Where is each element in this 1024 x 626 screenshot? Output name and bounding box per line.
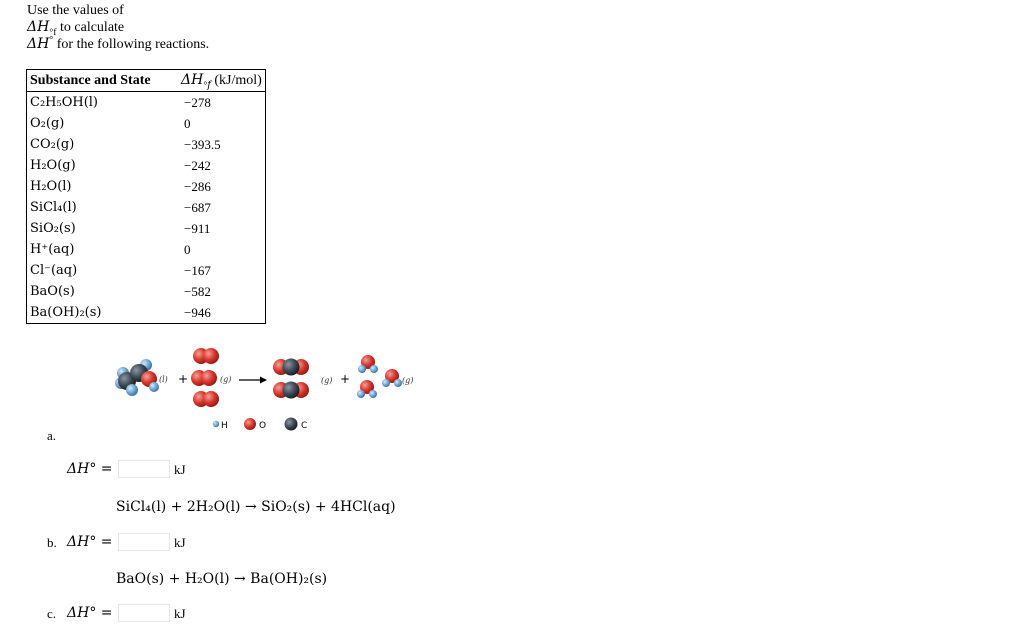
part-c-dh-label: ΔH° = — [67, 605, 113, 621]
instructions-line3: ΔH° for the following reactions. — [27, 34, 210, 52]
table-row: Ba(OH)₂(s)−946 — [30, 304, 211, 321]
state-g: (g) — [402, 376, 413, 385]
instructions-line2: ΔH°f to calculate — [27, 19, 125, 38]
reaction-b: SiCl₄(l) + 2H₂O(l) → SiO₂(s) + 4HCl(aq) — [116, 499, 396, 515]
reaction-arrow — [239, 376, 267, 384]
part-a-dh-label: ΔH° = — [67, 461, 113, 477]
state-g: (g) — [220, 375, 231, 384]
reaction-diagram: (l) + (g) (g) + (g) H O C — [115, 348, 413, 431]
table-row: H₂O(g)−242 — [30, 157, 211, 174]
part-c-answer-input[interactable] — [118, 604, 170, 622]
part-b-unit: kJ — [174, 535, 186, 550]
part-c-label: c. — [47, 606, 57, 621]
state-l: (l) — [159, 375, 168, 384]
table-row: SiCl₄(l)−687 — [30, 199, 211, 216]
ethanol-molecule — [115, 359, 159, 396]
instructions: Use the values of ΔH°f to calculate ΔH° … — [27, 2, 209, 53]
legend-h: H — [221, 421, 228, 431]
table-row: CO₂(g)−393.5 — [30, 136, 221, 153]
oxygen-molecules — [191, 348, 219, 407]
table-row: O₂(g)0 — [30, 115, 191, 132]
header-substance: Substance and State — [26, 69, 171, 92]
part-a-answer-input[interactable] — [118, 460, 170, 478]
header-enthalpy: ΔH°f (kJ/mol) — [171, 69, 266, 92]
table-header-row: Substance and State ΔH°f (kJ/mol) — [26, 69, 266, 92]
table-row: Cl⁻(aq)−167 — [30, 262, 211, 279]
part-b-label: b. — [47, 535, 57, 550]
part-b-dh-label: ΔH° = — [67, 534, 113, 550]
table-row: H₂O(l)−286 — [30, 178, 211, 195]
part-c-unit: kJ — [174, 606, 186, 621]
carbon-dioxide-molecules — [273, 358, 309, 399]
part-a-unit: kJ — [174, 462, 186, 477]
part-b-answer-input[interactable] — [118, 533, 170, 551]
instructions-line1: Use the values of — [27, 3, 124, 18]
table-row: C₂H₅OH(l)−278 — [30, 94, 211, 111]
legend-c: C — [301, 421, 307, 431]
legend-o: O — [259, 421, 266, 431]
plus-sign: + — [178, 372, 188, 386]
table-row: H⁺(aq)0 — [30, 241, 191, 258]
table-row: SiO₂(s)−911 — [30, 220, 211, 237]
enthalpy-table: Substance and State ΔH°f (kJ/mol) C₂H₅OH… — [26, 69, 266, 324]
water-molecules — [357, 355, 402, 398]
part-a-label: a. — [47, 428, 57, 443]
state-g: (g) — [321, 376, 332, 385]
plus-sign: + — [340, 372, 350, 386]
atom-legend: H O C — [212, 417, 307, 431]
table-row: BaO(s)−582 — [30, 283, 211, 300]
reaction-c: BaO(s) + H₂O(l) → Ba(OH)₂(s) — [116, 571, 328, 587]
